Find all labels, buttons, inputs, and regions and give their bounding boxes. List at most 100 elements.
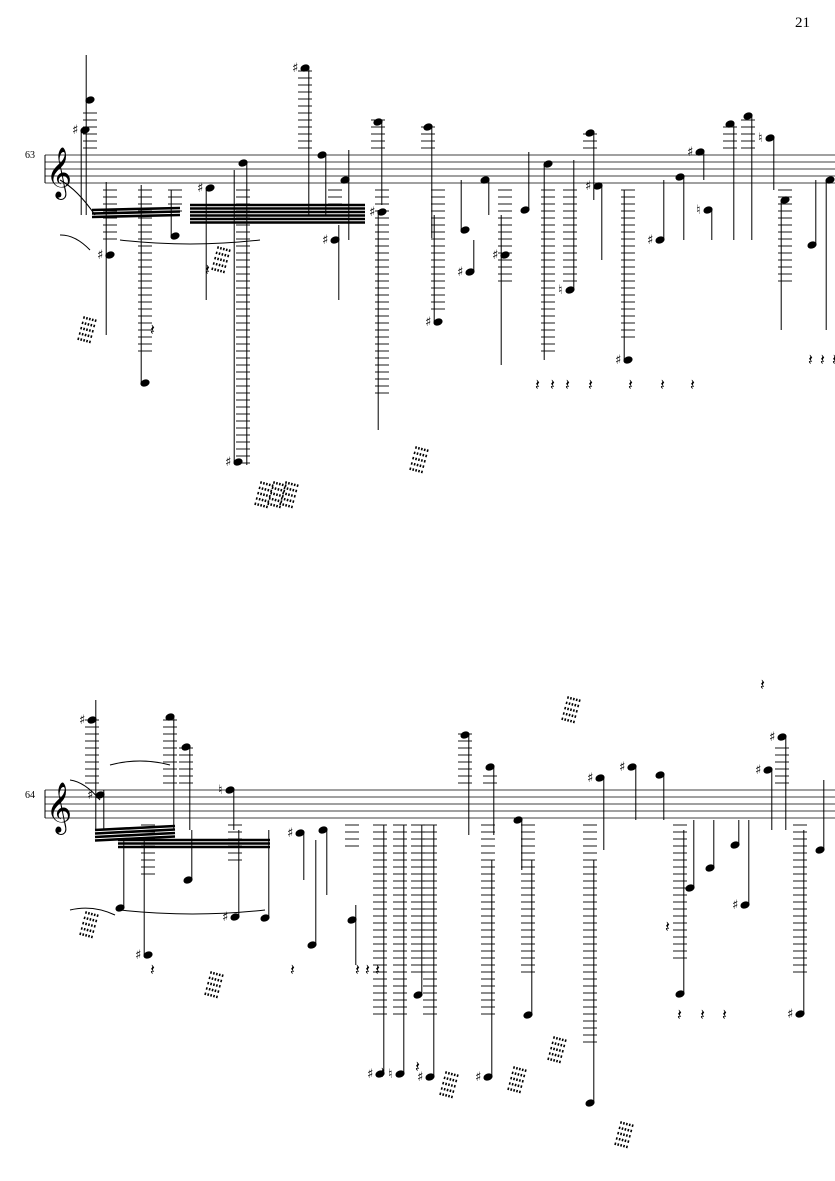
notehead <box>655 771 665 779</box>
tremolo-stroke <box>417 447 427 473</box>
tremolo-stroke <box>83 316 92 342</box>
notehead <box>170 232 180 240</box>
tremolo-stroke <box>270 480 279 506</box>
tremolo-stroke <box>222 247 232 274</box>
quarter-rest: 𝄽 <box>665 917 670 936</box>
sharp-sign: ♯ <box>755 763 761 778</box>
tremolo-stroke <box>79 909 88 936</box>
tremolo-slashes <box>279 479 300 509</box>
tremolo-stroke <box>278 482 288 509</box>
tremolo-slashes <box>211 244 232 274</box>
sharp-sign: ♯ <box>197 181 203 196</box>
tremolo-stroke <box>260 481 269 507</box>
tie-curve <box>69 907 116 916</box>
quarter-rest: 𝄽 <box>690 375 695 394</box>
notehead <box>238 159 248 167</box>
quarter-rest: 𝄽 <box>628 375 633 394</box>
notehead <box>513 816 523 824</box>
sharp-sign: ♯ <box>79 713 85 728</box>
notehead <box>295 829 305 837</box>
sharp-sign: ♯ <box>615 353 621 368</box>
tremolo-stroke <box>279 479 288 506</box>
tremolo-stroke <box>569 697 579 723</box>
tremolo-stroke <box>447 1072 457 1098</box>
tie-curve <box>119 239 261 245</box>
tremolo-stroke <box>214 245 223 271</box>
tremolo-stroke <box>442 1070 451 1096</box>
tremolo-stroke <box>558 1037 568 1064</box>
quarter-rest: 𝄽 <box>722 1005 727 1024</box>
sharp-sign: ♯ <box>292 61 298 76</box>
sharp-sign: ♯ <box>367 1067 373 1082</box>
tremolo-stroke <box>85 911 94 937</box>
tremolo-slashes <box>561 694 582 724</box>
quarter-rest: 𝄽 <box>290 960 295 979</box>
sharp-sign: ♯ <box>425 315 431 330</box>
tie-curve <box>59 234 91 251</box>
notehead <box>675 173 685 181</box>
tremolo-stroke <box>285 481 294 507</box>
notehead <box>623 356 633 364</box>
notehead <box>743 112 753 120</box>
tremolo-stroke <box>215 972 225 999</box>
natural-sign: ♮ <box>696 203 701 218</box>
notehead <box>140 379 150 387</box>
tremolo-slashes <box>547 1034 568 1064</box>
tremolo-stroke <box>625 1122 635 1149</box>
quarter-rest: 𝄽 <box>660 375 665 394</box>
quarter-rest: 𝄽 <box>808 350 813 369</box>
sharp-sign: ♯ <box>585 179 591 194</box>
notehead <box>763 766 773 774</box>
beam <box>94 828 176 835</box>
tremolo-slashes <box>254 479 275 509</box>
tremolo-stroke <box>257 480 266 506</box>
treble-clef: 𝄞 <box>46 782 72 835</box>
quarter-rest: 𝄽 <box>205 260 210 279</box>
beam <box>91 213 181 219</box>
tremolo-stroke <box>290 482 300 509</box>
quarter-rest: 𝄽 <box>677 1005 682 1024</box>
tremolo-stroke <box>88 317 98 344</box>
sharp-sign: ♯ <box>457 265 463 280</box>
sharp-sign: ♯ <box>417 1070 423 1085</box>
quarter-rest: 𝄽 <box>700 1005 705 1024</box>
notehead <box>318 826 328 834</box>
sharp-sign: ♯ <box>475 1070 481 1085</box>
natural-sign: ♮ <box>218 783 223 798</box>
tremolo-stroke <box>518 1067 528 1094</box>
staff-system-63: 𝄞♯♯♯♯𝄽𝄽♯♯♯♯♯♯♮♯♯♯♯♮♮𝄽𝄽𝄽𝄽𝄽𝄽𝄽𝄽𝄽𝄽 <box>44 55 835 509</box>
quarter-rest: 𝄽 <box>565 375 570 394</box>
tremolo-slashes <box>77 314 98 344</box>
quarter-rest: 𝄽 <box>832 350 835 369</box>
sharp-sign: ♯ <box>222 910 228 925</box>
tremolo-stroke <box>450 1072 460 1099</box>
tremolo-slashes <box>204 969 225 999</box>
tremolo-stroke <box>550 1035 559 1061</box>
natural-sign: ♮ <box>558 283 563 298</box>
quarter-rest: 𝄽 <box>150 320 155 339</box>
tremolo-stroke <box>564 695 573 721</box>
quarter-rest: 𝄽 <box>355 960 360 979</box>
tremolo-stroke <box>547 1034 556 1061</box>
tremolo-stroke <box>267 479 276 506</box>
tremolo-slashes <box>79 909 100 939</box>
quarter-rest: 𝄽 <box>760 675 765 694</box>
tremolo-stroke <box>515 1067 525 1093</box>
measure-number-64: 64 <box>25 790 35 801</box>
tremolo-stroke <box>617 1120 626 1146</box>
beam <box>94 824 176 832</box>
page-number: 21 <box>795 15 810 31</box>
tremolo-stroke <box>555 1037 565 1063</box>
tremolo-stroke <box>211 244 220 271</box>
tremolo-slashes <box>439 1069 460 1099</box>
sharp-sign: ♯ <box>587 771 593 786</box>
beam <box>94 835 176 842</box>
notehead <box>765 134 775 142</box>
sharp-sign: ♯ <box>787 1007 793 1022</box>
notehead <box>777 733 787 741</box>
tremolo-stroke <box>219 247 229 273</box>
tremolo-stroke <box>273 481 282 507</box>
tremolo-stroke <box>80 315 89 341</box>
tremolo-stroke <box>614 1119 623 1146</box>
notehead <box>225 786 235 794</box>
